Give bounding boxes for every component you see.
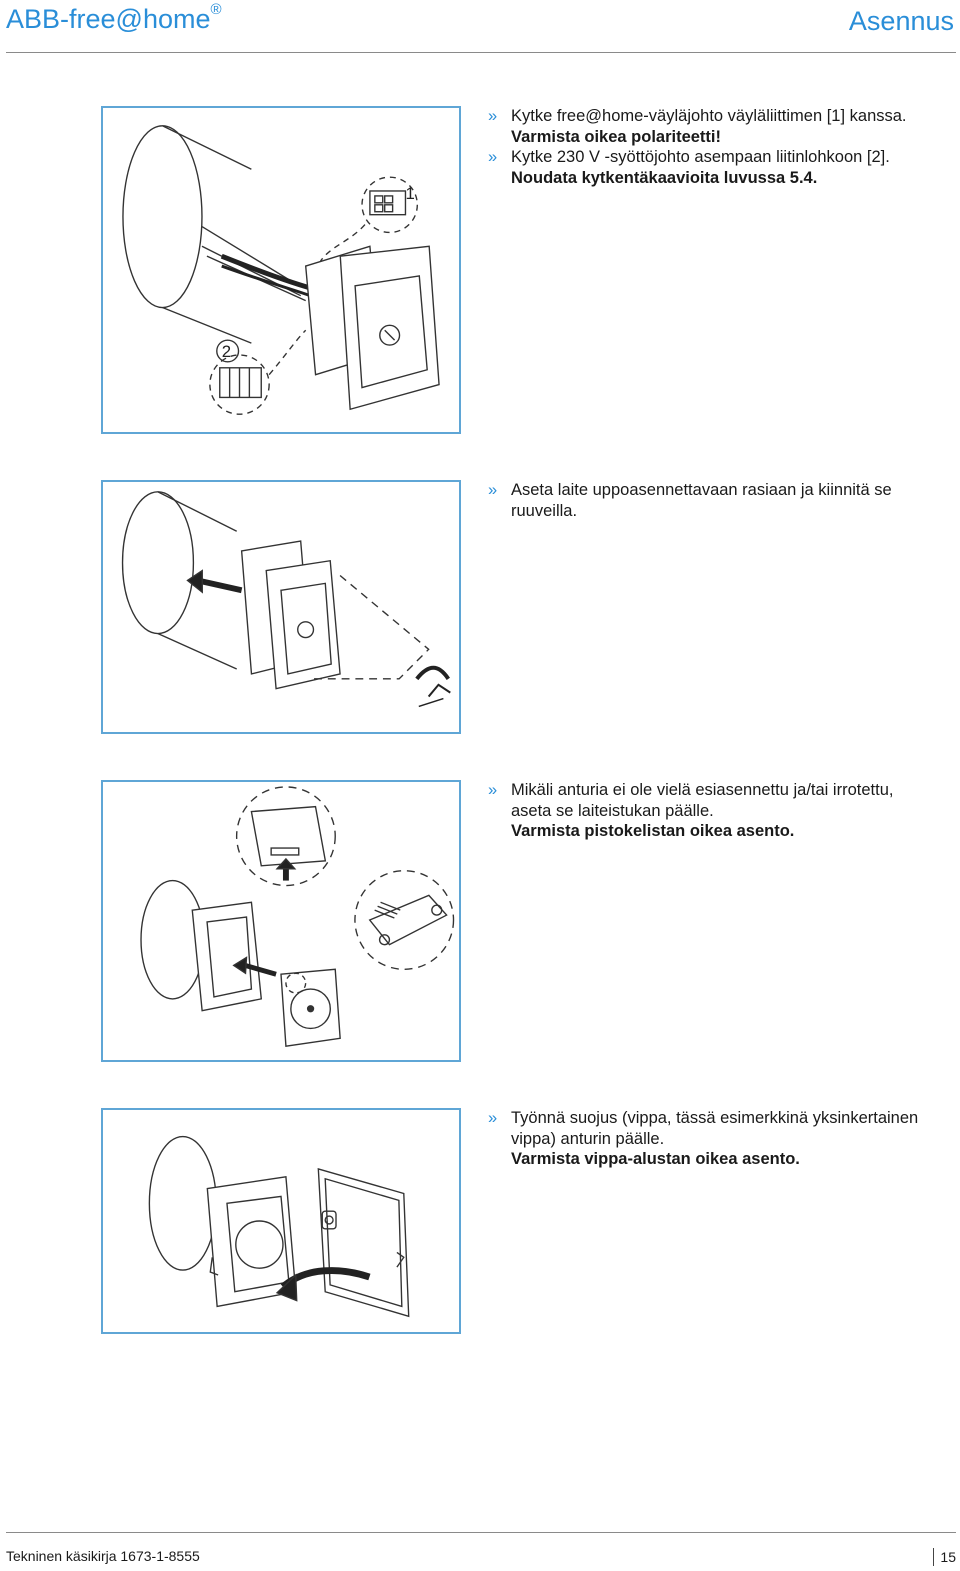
- figure-push-cover: [101, 1108, 461, 1334]
- figure-attach-sensor: [101, 780, 461, 1062]
- header-divider: [6, 52, 956, 53]
- registered-mark: ®: [210, 1, 222, 18]
- brand-title: ABB-free@home®: [6, 1, 222, 35]
- wiring-illustration: 1 2: [122, 125, 440, 415]
- step-4-text: »Työnnä suojus (vippa, tässä esimerkkinä…: [488, 1108, 928, 1170]
- section-title: Asennus: [848, 6, 954, 36]
- figure-wiring: 1 2: [101, 106, 461, 434]
- step-1-text: »Kytke free@home-väyläjohto väyläliittim…: [488, 106, 928, 188]
- step-2-line-1: »Aseta laite uppoasennettavaan rasiaan j…: [488, 481, 892, 520]
- step-4-line-2: Varmista vippa-alustan oikea asento.: [511, 1150, 800, 1168]
- brand-name: ABB-free@home: [6, 4, 211, 34]
- step-1-line-3: »Kytke 230 V -syöttöjohto asempaan liiti…: [488, 148, 890, 166]
- step-3-line-2: Varmista pistokelistan oikea asento.: [511, 822, 795, 840]
- step-4-line-1: »Työnnä suojus (vippa, tässä esimerkkinä…: [488, 1109, 919, 1148]
- step-1-line-4: Noudata kytkentäkaavioita luvussa 5.4.: [511, 168, 818, 187]
- step-2-text: »Aseta laite uppoasennettavaan rasiaan j…: [488, 480, 928, 521]
- terminal-label-2: 2: [222, 342, 231, 361]
- step-1-line-1: »Kytke free@home-väyläjohto väyläliittim…: [488, 107, 907, 125]
- connector-label-1: 1: [405, 184, 414, 203]
- step-3-text: »Mikäli anturia ei ole vielä esiasennett…: [488, 780, 928, 842]
- step-3-line-1: »Mikäli anturia ei ole vielä esiasennett…: [488, 781, 894, 820]
- footer-divider: [6, 1532, 956, 1533]
- page-number: 15: [933, 1548, 956, 1566]
- figure-insert-device: [101, 480, 461, 734]
- step-1-line-2: Varmista oikea polariteetti!: [511, 127, 721, 146]
- push-cover-illustration: [148, 1135, 410, 1318]
- document-title: Tekninen käsikirja 1673-1-8555: [6, 1548, 200, 1564]
- insert-device-illustration: [121, 491, 451, 708]
- attach-sensor-illustration: [140, 786, 455, 1047]
